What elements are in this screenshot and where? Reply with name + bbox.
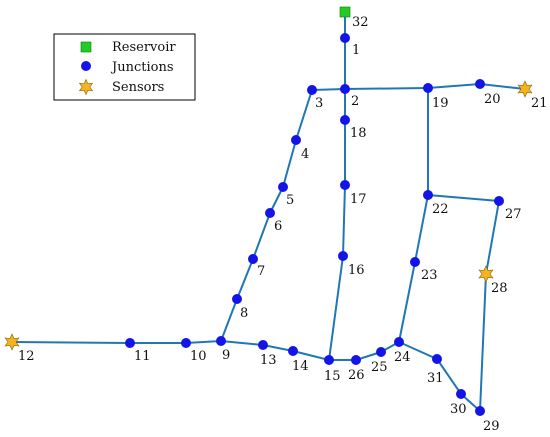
legend-box xyxy=(53,33,196,101)
junction-node-13 xyxy=(258,340,268,350)
junction-node-16 xyxy=(338,251,348,261)
pipe-23-24 xyxy=(398,261,416,343)
node-label-11: 11 xyxy=(134,349,151,364)
node-label-5: 5 xyxy=(286,193,294,208)
junction-node-8 xyxy=(232,294,242,304)
junction-node-9 xyxy=(216,336,226,346)
junction-node-29 xyxy=(475,406,485,416)
sensor-node-12 xyxy=(4,333,20,351)
node-label-2: 2 xyxy=(351,94,359,109)
pipe-27-28 xyxy=(485,200,500,275)
junction-node-10 xyxy=(181,338,191,348)
legend-label-junctions: Junctions xyxy=(110,60,174,75)
node-label-25: 25 xyxy=(371,360,388,375)
node-label-7: 7 xyxy=(257,264,265,279)
node-label-28: 28 xyxy=(491,281,508,296)
node-label-27: 27 xyxy=(505,207,522,222)
node-label-14: 14 xyxy=(292,359,309,374)
junction-node-6 xyxy=(265,208,275,218)
pipe-3-2 xyxy=(311,88,346,91)
pipe-13-14 xyxy=(262,344,294,352)
node-label-1: 1 xyxy=(352,43,360,58)
pipe-24-31 xyxy=(398,341,438,360)
pipe-31-30 xyxy=(436,358,462,395)
node-label-9: 9 xyxy=(222,348,230,363)
node-label-29: 29 xyxy=(483,419,500,434)
pipe-19-20 xyxy=(427,83,481,89)
node-label-20: 20 xyxy=(484,92,501,107)
junction-node-24 xyxy=(394,337,404,347)
pipe-7-8 xyxy=(236,258,254,300)
pipe-12-11 xyxy=(11,341,131,344)
junction-node-3 xyxy=(307,85,317,95)
junction-node-11 xyxy=(125,338,135,348)
node-label-22: 22 xyxy=(432,202,449,217)
node-label-4: 4 xyxy=(301,147,309,162)
junction-legend-icon xyxy=(81,61,91,71)
node-label-12: 12 xyxy=(18,349,35,364)
junction-node-4 xyxy=(291,135,301,145)
junction-node-19 xyxy=(423,83,433,93)
junction-node-17 xyxy=(340,180,350,190)
nodes-layer xyxy=(4,6,533,416)
junction-node-7 xyxy=(248,254,258,264)
node-label-23: 23 xyxy=(421,268,438,283)
node-label-32: 32 xyxy=(352,15,369,30)
junction-node-5 xyxy=(278,182,288,192)
pipe-2-19 xyxy=(344,87,429,90)
pipe-22-27 xyxy=(427,194,500,202)
junction-node-22 xyxy=(423,190,433,200)
node-label-3: 3 xyxy=(315,96,323,111)
junction-node-18 xyxy=(340,115,350,125)
junction-node-2 xyxy=(340,84,350,94)
node-label-15: 15 xyxy=(324,369,341,384)
pipe-6-7 xyxy=(252,212,271,260)
node-label-16: 16 xyxy=(348,263,365,278)
node-label-17: 17 xyxy=(350,192,367,207)
junction-node-15 xyxy=(324,355,334,365)
node-label-30: 30 xyxy=(450,402,467,417)
sensor-node-28 xyxy=(478,265,494,283)
junction-node-1 xyxy=(340,33,350,43)
pipe-14-15 xyxy=(292,350,330,361)
node-label-19: 19 xyxy=(432,96,449,111)
junction-node-27 xyxy=(494,196,504,206)
reservoir-legend-icon xyxy=(80,41,92,53)
sensor-legend-icon xyxy=(78,78,94,96)
pipe-3-4 xyxy=(295,89,313,141)
pipe-9-13 xyxy=(220,340,264,346)
junction-node-20 xyxy=(475,79,485,89)
junction-node-26 xyxy=(351,355,361,365)
pipe-4-5 xyxy=(282,139,297,188)
legend-label-sensors: Sensors xyxy=(112,80,164,95)
junction-node-23 xyxy=(410,257,420,267)
pipe-20-21 xyxy=(479,83,526,90)
pipe-22-23 xyxy=(414,194,429,263)
pipe-8-9 xyxy=(220,298,238,342)
node-label-8: 8 xyxy=(240,306,248,321)
node-label-13: 13 xyxy=(260,353,277,368)
legend: Reservoir Junctions Sensors xyxy=(53,33,196,101)
node-label-6: 6 xyxy=(274,219,282,234)
node-label-31: 31 xyxy=(427,371,444,386)
pipe-10-9 xyxy=(185,340,222,344)
junction-node-14 xyxy=(288,346,298,356)
reservoir-node-32 xyxy=(339,6,351,18)
node-label-10: 10 xyxy=(190,349,207,364)
node-label-21: 21 xyxy=(531,96,548,111)
sensor-node-21 xyxy=(517,80,533,98)
pipe-16-15 xyxy=(328,255,344,361)
node-label-26: 26 xyxy=(348,368,365,383)
junction-node-31 xyxy=(432,354,442,364)
legend-label-reservoir: Reservoir xyxy=(112,40,176,55)
pipe-17-16 xyxy=(342,184,346,257)
junction-node-25 xyxy=(376,347,386,357)
junction-node-30 xyxy=(456,389,466,399)
node-label-18: 18 xyxy=(350,126,367,141)
pipe-28-29 xyxy=(479,273,487,412)
node-label-24: 24 xyxy=(394,350,411,365)
